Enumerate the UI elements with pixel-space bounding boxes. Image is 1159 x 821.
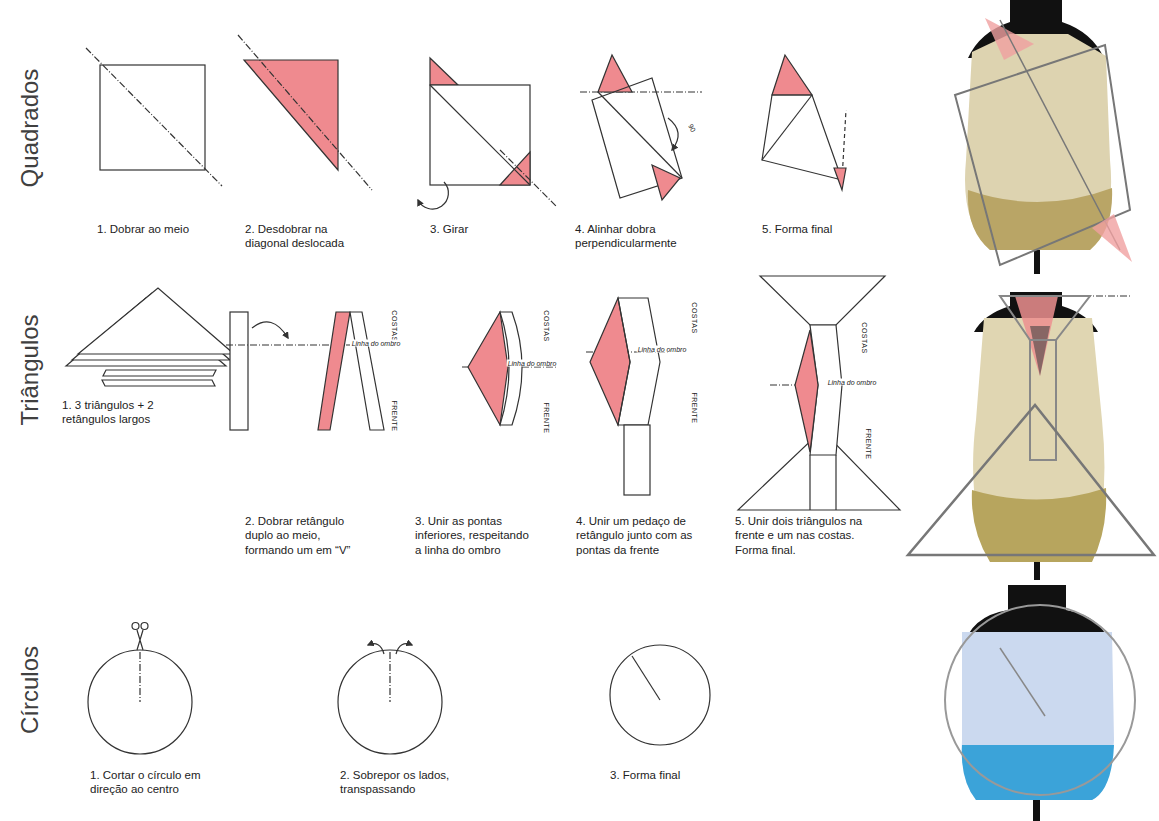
cut-line: [1000, 648, 1045, 716]
band-outline: [618, 298, 660, 425]
step-caption: 1. Cortar o círculo em direção ao centro: [90, 768, 220, 797]
cut-line: [139, 652, 140, 702]
pink-triangle: [598, 55, 632, 92]
side-label: FRENTE: [543, 403, 550, 434]
pink-diamond: [468, 312, 508, 425]
step-caption: 4. Unir um pedaço de retângulo junto com…: [576, 514, 701, 557]
dark-triangle: [1030, 326, 1050, 376]
scissors: [132, 623, 139, 630]
rectangle: [102, 380, 215, 386]
garment: [962, 632, 1114, 800]
square-steps: [86, 35, 846, 209]
band-outline: [1030, 340, 1056, 460]
row-heading: Círculos: [16, 646, 44, 734]
stand: [1033, 800, 1040, 821]
rectangle: [103, 370, 216, 376]
fold-line: [86, 48, 222, 186]
circle: [610, 645, 710, 745]
pink-triangle: [1015, 296, 1058, 376]
side-label: FRENTE: [691, 393, 698, 424]
fold-edge: [762, 95, 812, 160]
triangle-steps: [66, 276, 900, 510]
side-label: COSTAS: [861, 322, 868, 353]
step-caption: 1. 3 triângulos + 2 retângulos largos: [62, 398, 187, 427]
fold-edge: [598, 92, 682, 178]
step-caption: 3. Unir as pontas inferiores, respeitand…: [415, 514, 535, 557]
rotate-arrow: [668, 118, 678, 150]
guide-label: Linha do ombro: [507, 360, 558, 367]
square: [430, 85, 530, 185]
white-strip: [350, 312, 384, 430]
step-caption: 2. Dobrar retângulo duplo ao meio, forma…: [245, 514, 365, 557]
side-label: FRENTE: [865, 429, 872, 460]
rectangle: [230, 312, 248, 430]
guide-label: Linha do ombro: [351, 340, 402, 347]
mannequin-photo: [908, 292, 1154, 580]
angle-label: 90: [687, 123, 697, 133]
step-caption: 3. Girar: [430, 222, 510, 236]
fold-arrow: [252, 322, 288, 338]
pink-triangle: [834, 168, 846, 190]
circle-steps: [88, 623, 710, 755]
pink-triangle: [772, 55, 812, 95]
scissors: [137, 630, 143, 650]
pink-triangle: [430, 58, 458, 85]
pink-diamond: [590, 298, 630, 425]
step-caption: 4. Alinhar dobra perpendicularmente: [575, 222, 700, 251]
triangle-outline: [908, 405, 1154, 555]
circle: [88, 650, 192, 754]
seam: [809, 455, 810, 510]
stand: [1034, 250, 1040, 274]
scissors: [141, 623, 148, 630]
garment-hem: [968, 188, 1112, 250]
step-caption: 3. Forma final: [610, 768, 710, 782]
step-caption: 2. Sobrepor os lados, transpassando: [340, 768, 455, 797]
row-heading: Triângulos: [16, 314, 44, 425]
square: [100, 65, 205, 170]
pink-triangle: [652, 165, 680, 200]
trapezoid-outline: [1000, 296, 1090, 340]
pink-diamond: [795, 330, 818, 452]
cut-line: [632, 656, 660, 700]
step-caption: 5. Unir dois triângulos na frente e um n…: [735, 514, 890, 557]
pink-strip: [318, 312, 350, 430]
circle: [338, 650, 442, 754]
side-label: FRENTE: [391, 401, 398, 432]
rectangle: [624, 425, 650, 495]
overlap-arrow: [396, 644, 412, 654]
rotate-arrow: [418, 182, 448, 209]
triangle: [78, 288, 234, 354]
step-caption: 1. Dobrar ao meio: [97, 222, 207, 236]
step-caption: 5. Forma final: [762, 222, 857, 236]
garment-hem: [962, 745, 1114, 800]
guide-label: Linha do ombro: [637, 346, 688, 353]
step-caption: 2. Desdobrar na diagonal deslocada: [245, 222, 355, 251]
guide-label: Linha do ombro: [827, 379, 878, 386]
cut-line: [389, 652, 390, 702]
pink-triangle: [1092, 214, 1132, 262]
pink-triangle: [244, 60, 338, 170]
top-trapezoid: [760, 276, 885, 325]
mannequin-photo: [945, 585, 1135, 821]
mannequin-photo: [955, 0, 1132, 274]
white-strip: [500, 312, 522, 425]
stand: [1034, 562, 1040, 580]
row-heading: Quadrados: [16, 69, 44, 188]
overlap-arrow: [368, 644, 384, 654]
fold-line: [238, 35, 372, 190]
fold-edge: [430, 85, 530, 185]
side-label: COSTAS: [391, 310, 398, 341]
fold-line: [500, 150, 556, 206]
final-shape: [762, 95, 842, 180]
side-label: COSTAS: [543, 310, 550, 341]
fold-edge: [1000, 20, 1120, 250]
garment-hem: [972, 488, 1106, 562]
circle-outline: [945, 605, 1135, 795]
side-label: COSTAS: [691, 302, 698, 333]
seam: [835, 455, 836, 510]
